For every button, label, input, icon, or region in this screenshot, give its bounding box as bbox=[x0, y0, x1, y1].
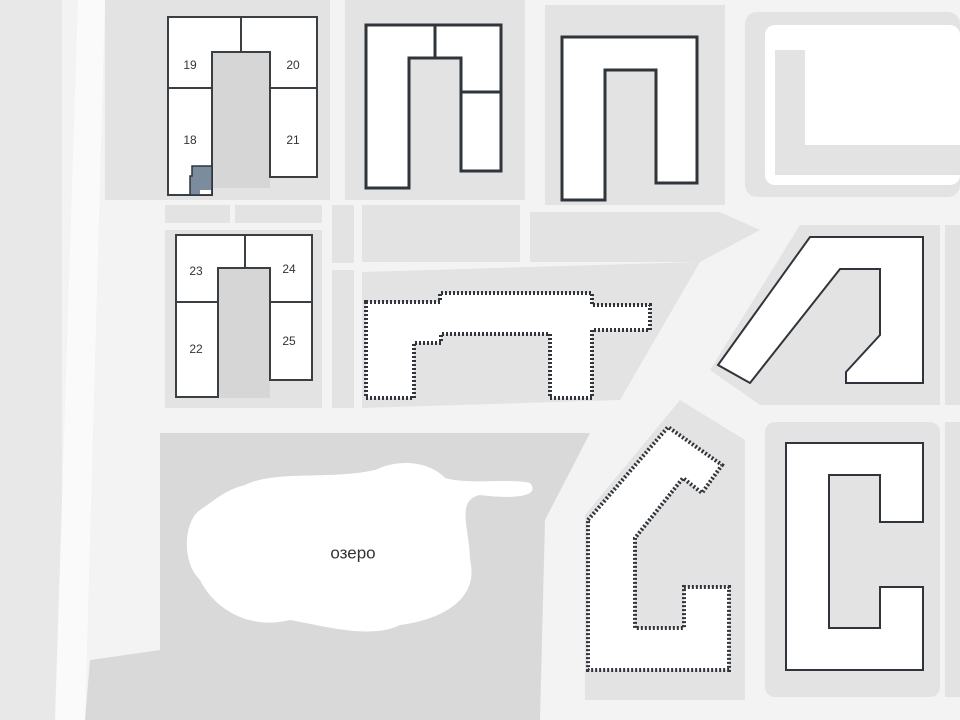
section-label: 24 bbox=[282, 262, 296, 276]
building-sections-18-21: 19 20 18 21 bbox=[167, 16, 318, 196]
section-21[interactable] bbox=[269, 87, 318, 178]
section-label: 23 bbox=[189, 264, 203, 278]
selected-unit[interactable] bbox=[189, 165, 213, 196]
section-label: 25 bbox=[282, 334, 296, 348]
section-label: 21 bbox=[286, 133, 300, 147]
section-label: 18 bbox=[183, 133, 197, 147]
lake: озеро bbox=[186, 463, 533, 632]
building-sections-22-25: 23 24 22 25 bbox=[175, 234, 313, 398]
building-c-shape[interactable] bbox=[785, 442, 924, 671]
building-top-right bbox=[765, 25, 960, 185]
road-left bbox=[55, 0, 105, 720]
section-22[interactable] bbox=[175, 301, 219, 398]
section-label: 20 bbox=[286, 58, 300, 72]
section-25[interactable] bbox=[269, 301, 313, 381]
lake-label: озеро bbox=[330, 543, 375, 562]
building-top-center[interactable] bbox=[560, 35, 699, 202]
section-label: 22 bbox=[189, 342, 203, 356]
building-diagonal-right[interactable] bbox=[716, 236, 924, 385]
left-area bbox=[0, 0, 62, 720]
section-label: 19 bbox=[183, 58, 197, 72]
building-planned-bottom[interactable] bbox=[586, 424, 731, 672]
building-planned-middle[interactable] bbox=[364, 291, 652, 400]
building-top-middle[interactable] bbox=[364, 23, 503, 190]
